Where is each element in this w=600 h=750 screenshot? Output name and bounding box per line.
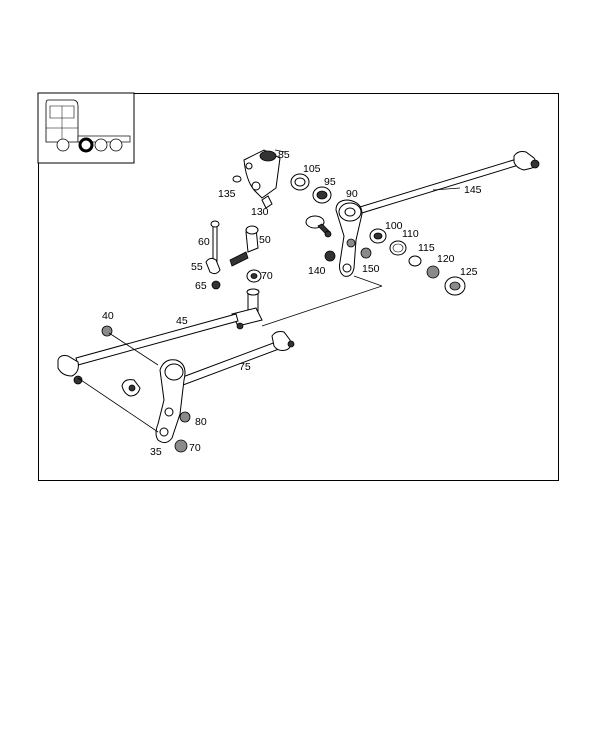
label-50: 50 [259, 234, 271, 246]
truck-locator-icon [37, 92, 135, 164]
idler-arm-35 [121, 359, 186, 444]
bearing-95 [312, 186, 332, 204]
label-80: 80 [195, 416, 207, 428]
label-70-bottom: 70 [189, 442, 201, 454]
label-120: 120 [437, 253, 455, 265]
pitman-arm-90 [335, 199, 363, 277]
nut-70-top [246, 269, 262, 283]
bearing-100 [369, 228, 387, 244]
label-115: 115 [418, 242, 435, 254]
clamp-55 [205, 257, 221, 275]
tie-rod-75 [179, 331, 295, 386]
label-35: 35 [150, 446, 162, 458]
label-145: 145 [464, 184, 482, 196]
label-45: 45 [176, 315, 188, 327]
label-65: 65 [195, 280, 207, 292]
label-150: 150 [362, 263, 380, 275]
washer-135 [232, 175, 242, 183]
drag-link-145 [349, 151, 540, 217]
seal-105 [290, 173, 310, 191]
label-140: 140 [308, 265, 326, 277]
washer-115 [408, 255, 422, 267]
leader-lines [77, 187, 461, 433]
ball-joint-center [231, 288, 263, 330]
nut-150 [360, 247, 372, 259]
label-105: 105 [303, 163, 321, 175]
tie-rod-end-left [57, 355, 83, 385]
label-125: 125 [460, 266, 478, 278]
bolt-60 [210, 220, 220, 262]
label-60: 60 [198, 236, 210, 248]
label-70-top: 70 [261, 270, 273, 282]
nut-120 [426, 265, 440, 279]
bolt-130 [261, 195, 273, 209]
nut-70-bottom [174, 439, 188, 453]
label-135: 135 [218, 188, 236, 200]
label-110: 110 [402, 228, 419, 240]
ball-stud-50 [229, 225, 259, 267]
ball-joint-140 [305, 215, 336, 262]
label-130: 130 [251, 206, 269, 218]
diagram-frame [38, 93, 559, 481]
label-75: 75 [239, 361, 251, 373]
ring-110 [389, 240, 407, 256]
nut-40 [101, 325, 113, 337]
label-95: 95 [324, 176, 336, 188]
cap-125 [444, 276, 466, 296]
nut-65 [211, 280, 221, 290]
tie-rod-45 [75, 313, 239, 366]
bracket-85 [243, 149, 286, 199]
label-100: 100 [385, 220, 403, 232]
label-90: 90 [346, 188, 358, 200]
label-40: 40 [102, 310, 114, 322]
label-55: 55 [191, 261, 203, 273]
nut-80 [179, 411, 191, 423]
label-85: 85 [278, 149, 290, 161]
